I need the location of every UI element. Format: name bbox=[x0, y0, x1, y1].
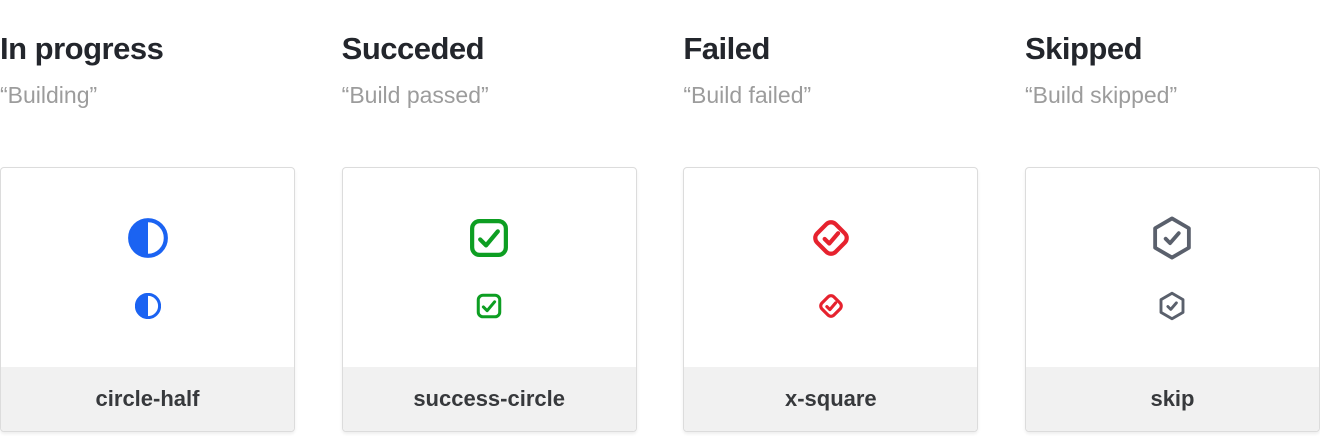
status-message: “Build passed” bbox=[341, 82, 489, 108]
icon-name-label: skip bbox=[1025, 367, 1319, 431]
icon-small-slot bbox=[134, 291, 161, 321]
status-message: “Building” bbox=[0, 82, 98, 108]
icon-preview-area bbox=[1026, 168, 1319, 367]
status-title: Succeded bbox=[341, 31, 485, 66]
icon-preview-area bbox=[343, 168, 636, 367]
icon-preview-card: skip bbox=[1024, 167, 1320, 432]
skip-icon bbox=[1153, 216, 1192, 260]
icon-small-slot bbox=[475, 291, 503, 321]
circle-half-icon bbox=[134, 293, 161, 319]
icon-preview-card: circle-half bbox=[0, 167, 295, 432]
status-message: “Build skipped” bbox=[1024, 82, 1178, 108]
icon-name-label: circle-half bbox=[1, 367, 294, 431]
success-circle-icon bbox=[470, 219, 509, 257]
status-title: In progress bbox=[0, 31, 164, 66]
status-title: Failed bbox=[683, 31, 770, 66]
skip-icon bbox=[1160, 291, 1185, 321]
icon-large-slot bbox=[467, 215, 511, 261]
status-title: Skipped bbox=[1024, 31, 1143, 66]
icon-preview-card: success-circle bbox=[341, 167, 637, 432]
icon-large-slot bbox=[127, 215, 168, 261]
icon-small-slot bbox=[816, 291, 846, 321]
circle-half-icon bbox=[127, 218, 168, 258]
icon-name-label: success-circle bbox=[342, 367, 636, 431]
icon-preview-area bbox=[684, 168, 977, 367]
status-message: “Build failed” bbox=[683, 82, 812, 108]
status-column-skipped: Skipped “Build skipped” skip bbox=[1024, 0, 1320, 436]
status-column-in-progress: In progress “Building” circle-half bbox=[0, 0, 295, 436]
icon-large-slot bbox=[1149, 215, 1195, 261]
status-column-succeded: Succeded “Build passed” success-circle bbox=[341, 0, 637, 436]
x-square-icon bbox=[812, 220, 849, 256]
icon-preview-card: x-square bbox=[683, 167, 979, 432]
icon-name-label: x-square bbox=[684, 367, 978, 431]
status-column-failed: Failed “Build failed” x-square bbox=[683, 0, 979, 436]
icon-small-slot bbox=[1157, 291, 1187, 321]
icon-large-slot bbox=[808, 215, 854, 261]
success-circle-icon bbox=[476, 293, 502, 319]
icon-preview-area bbox=[1, 168, 294, 367]
x-square-icon bbox=[818, 294, 843, 318]
